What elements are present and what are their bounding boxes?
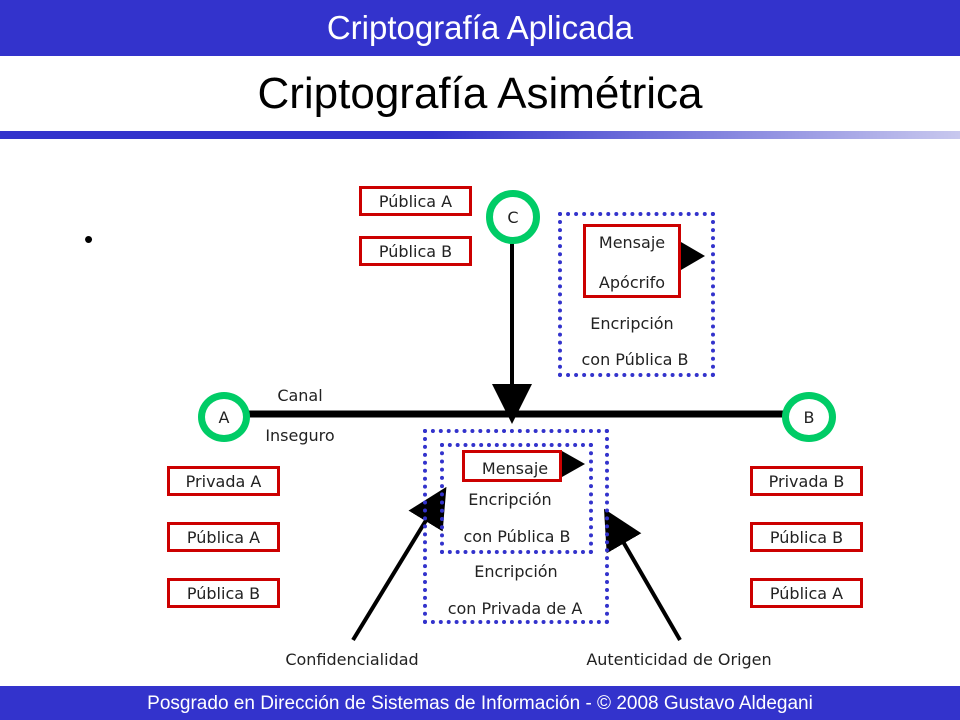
channel-label-line2: Inseguro: [265, 426, 335, 445]
center-message-box: Mensaje: [462, 450, 562, 482]
b-key-public-b: Pública B: [750, 522, 863, 552]
center-message-label: Mensaje: [481, 459, 549, 478]
slide-title: Criptografía Asimétrica: [257, 69, 703, 118]
attacker-caption-line1: Encripción: [590, 314, 674, 333]
attacker-message-arrowhead: [681, 242, 705, 270]
node-a: A: [198, 392, 250, 442]
attacker-message-box: Mensaje Apócrifo: [583, 224, 681, 298]
attacker-message-line1: Mensaje: [598, 233, 666, 252]
b-key-public-a: Pública A: [750, 578, 863, 608]
node-b: B: [782, 392, 836, 442]
attacker-caption-line2: con Pública B: [581, 350, 689, 369]
authenticity-arrow: [603, 508, 682, 642]
outer-encryption-box: [423, 429, 609, 624]
confidentiality-label: Confidencialidad: [285, 650, 419, 669]
attacker-message-line2: Apócrifo: [598, 273, 666, 292]
bullet-point: •: [84, 224, 94, 254]
center-message-arrowhead: [562, 451, 585, 477]
inner-caption-line2: con Pública B: [463, 527, 571, 546]
authenticity-label: Autenticidad de Origen: [586, 650, 772, 669]
b-key-private-b: Privada B: [750, 466, 863, 496]
a-key-public-b: Pública B: [167, 578, 280, 608]
outer-caption-line2: con Privada de A: [447, 599, 583, 618]
title-rule: [0, 131, 960, 139]
course-title: Criptografía Aplicada: [326, 9, 634, 46]
node-b-label: B: [803, 407, 815, 427]
a-key-private-a: Privada A: [167, 466, 280, 496]
a-key-public-a: Pública A: [167, 522, 280, 552]
inner-encryption-box: [440, 443, 593, 554]
footer-text: Posgrado en Dirección de Sistemas de Inf…: [147, 693, 813, 714]
confidentiality-arrow: [351, 486, 447, 642]
inner-caption-line1: Encripción: [468, 490, 552, 509]
channel-label-line1: Canal: [277, 386, 323, 405]
attacker-encryption-box: [558, 212, 715, 377]
outer-caption-line1: Encripción: [474, 562, 558, 581]
c-key-public-a: Pública A: [359, 186, 472, 216]
node-a-label: A: [218, 407, 230, 427]
footer-bar: Posgrado en Dirección de Sistemas de Inf…: [0, 686, 960, 720]
node-c-label: C: [507, 207, 519, 227]
c-key-public-b: Pública B: [359, 236, 472, 266]
header-bar: Criptografía Aplicada: [0, 0, 960, 56]
node-c: C: [486, 190, 540, 244]
